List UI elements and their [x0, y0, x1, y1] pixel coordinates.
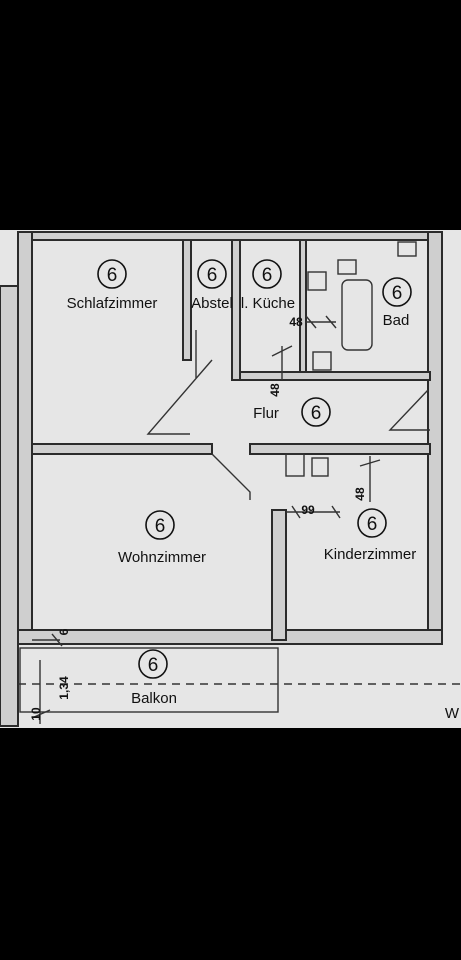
wall-left-outer: [0, 285, 19, 727]
dim-line-kinder: [286, 505, 341, 519]
room-number-schlafzimmer: 6: [107, 265, 118, 286]
bathtub: [341, 279, 373, 351]
dimension-kueche-depth: 48: [268, 383, 282, 397]
room-label-kinderzimmer: Kinderzimmer: [324, 546, 417, 563]
wall-bottom: [17, 629, 443, 645]
kitchen-stove: [307, 271, 327, 291]
room-number-circle: [382, 277, 412, 307]
bath-toilet: [337, 259, 357, 275]
room-number-circle: [252, 259, 282, 289]
door-right: [388, 389, 430, 431]
door-schlaf: [146, 359, 213, 435]
dimension-edge-mark: 10: [29, 707, 43, 721]
room-label-flur: Flur: [253, 405, 279, 422]
door-wohn: [211, 453, 251, 500]
dimension-kueche-width: 48: [289, 315, 303, 329]
dim-line-kueche-v: [271, 345, 293, 380]
balkon-outline: [19, 647, 279, 713]
wall-flur-kinder: [249, 443, 431, 455]
room-label-balkon: Balkon: [131, 690, 177, 707]
dim-line-kueche: [305, 315, 337, 329]
dimension-balkon-depth: 1,34: [57, 676, 71, 700]
room-label-abstell: Abstel: [191, 295, 233, 312]
bath-basin: [397, 241, 417, 257]
edge-letter: W: [445, 705, 460, 722]
room-number-bad: 6: [392, 283, 403, 304]
kitchen-sink: [312, 351, 332, 371]
dim-line-kinder-v: [359, 456, 381, 502]
flur-fixture-2: [311, 457, 329, 477]
dimension-balkon-wall: 6: [57, 628, 71, 635]
room-number-balkon: 6: [148, 655, 159, 676]
room-number-circle: [97, 259, 127, 289]
wall-schlaf-wohn: [31, 443, 213, 455]
wall-kueche-bad: [299, 239, 307, 381]
dim-line-balkon: [31, 660, 51, 724]
room-number-wohnzimmer: 6: [155, 516, 166, 537]
room-label-kueche: l. Küche: [241, 295, 295, 312]
room-number-kinderzimmer: 6: [367, 514, 378, 535]
room-number-flur: 6: [311, 403, 322, 424]
room-label-schlafzimmer: Schlafzimmer: [67, 295, 158, 312]
wall-right: [427, 231, 443, 643]
room-number-circle: [357, 508, 387, 538]
room-number-circle: [145, 510, 175, 540]
dim-line-balkon-wall: [32, 633, 63, 647]
flur-fixture-1: [285, 453, 305, 477]
room-label-bad: Bad: [383, 312, 410, 329]
room-number-circle: [138, 649, 168, 679]
room-number-abstell: 6: [207, 265, 218, 286]
floor-plan: 6 6 6 6 6 6 6 6 Schlafzimmer Abstel l. K…: [0, 230, 461, 728]
wall-top: [17, 231, 443, 241]
wall-abstell-kueche: [231, 239, 241, 381]
wall-schlaf-abstell: [182, 239, 192, 361]
wall-wohn-kinder: [271, 509, 287, 641]
dimension-kinder-width: 99: [301, 503, 315, 517]
wall-left: [17, 231, 33, 643]
room-number-circle: [197, 259, 227, 289]
floor-plan-drawing: 6 6 6 6 6 6 6 6 Schlafzimmer Abstel l. K…: [0, 231, 461, 727]
dimension-kinder-depth: 48: [353, 487, 367, 501]
room-label-wohnzimmer: Wohnzimmer: [118, 549, 206, 566]
room-number-kueche: 6: [262, 265, 273, 286]
wall-kueche-flur: [239, 371, 431, 381]
room-number-circle: [301, 397, 331, 427]
